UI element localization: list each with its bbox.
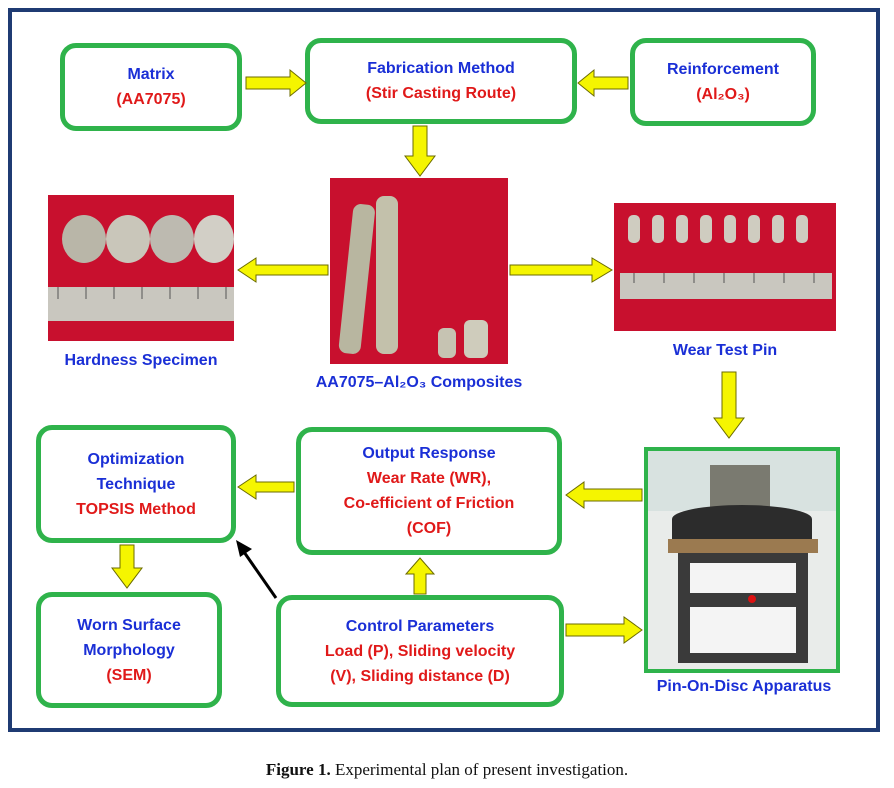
arrow-reinforcement-to-fabrication: [577, 68, 629, 98]
wear-pin-photo: [614, 203, 836, 331]
optimization-title-1: Optimization: [87, 450, 185, 468]
figure-number: Figure 1.: [265, 760, 331, 779]
output-line-2: Co-efficient of Friction: [343, 495, 515, 512]
wear-pin-image: [620, 215, 832, 299]
optimization-title-2: Technique: [96, 475, 176, 493]
hardness-label: Hardness Specimen: [64, 352, 218, 369]
worn-surface-box: Worn Surface Morphology (SEM): [36, 592, 222, 708]
reinforcement-title: Reinforcement: [666, 61, 780, 78]
control-line-2: (V), Sliding distance (D): [330, 667, 510, 685]
arrow-control-to-apparatus: [565, 616, 643, 644]
arrow-control-to-optimization-head: [236, 540, 252, 557]
control-line-1: Load (P), Sliding velocity: [324, 642, 516, 660]
fabrication-box: Fabrication Method (Stir Casting Route): [305, 38, 577, 124]
arrow-wearpin-to-apparatus: [713, 371, 745, 439]
arrow-control-to-optimization: [242, 551, 278, 599]
optimization-box: Optimization Technique TOPSIS Method: [36, 425, 236, 543]
control-title: Control Parameters: [345, 617, 495, 635]
reinforcement-value: (Al₂O₃): [696, 86, 750, 103]
composites-label: AA7075–Al₂O₃ Composites: [315, 374, 523, 391]
arrow-output-to-optimization: [237, 474, 295, 500]
matrix-title: Matrix: [127, 66, 175, 83]
wear-pin-label: Wear Test Pin: [672, 342, 778, 359]
apparatus-label: Pin-On-Disc Apparatus: [656, 678, 832, 695]
figure-caption: Figure 1. Experimental plan of present i…: [0, 760, 894, 780]
matrix-box: Matrix (AA7075): [60, 43, 242, 131]
arrow-control-to-output: [404, 557, 436, 595]
arrow-apparatus-to-output: [565, 481, 643, 509]
worn-title-1: Worn Surface: [77, 616, 181, 634]
matrix-value: (AA7075): [116, 91, 186, 108]
hardness-specimen-image: [48, 215, 234, 321]
control-parameters-box: Control Parameters Load (P), Sliding vel…: [276, 595, 564, 707]
fabrication-value: (Stir Casting Route): [365, 85, 517, 102]
output-line-1: Wear Rate (WR),: [366, 470, 492, 487]
arrow-fabrication-to-composites: [404, 125, 436, 177]
worn-title-2: Morphology: [83, 641, 175, 659]
output-response-box: Output Response Wear Rate (WR), Co-effic…: [296, 427, 562, 555]
arrow-composites-to-hardness: [237, 257, 329, 283]
output-line-3: (COF): [406, 520, 452, 537]
arrow-optimization-to-worn: [111, 544, 143, 589]
fabrication-title: Fabrication Method: [367, 60, 515, 77]
arrow-matrix-to-fabrication: [245, 68, 307, 98]
hardness-specimen-photo: [48, 195, 234, 341]
worn-value: (SEM): [106, 666, 152, 684]
reinforcement-box: Reinforcement (Al₂O₃): [630, 38, 816, 126]
arrow-composites-to-wearpin: [509, 257, 613, 283]
apparatus-photo: [644, 447, 840, 673]
apparatus-image: [648, 451, 836, 663]
output-title: Output Response: [362, 445, 496, 462]
optimization-value: TOPSIS Method: [76, 500, 196, 518]
figure-caption-text: Experimental plan of present investigati…: [330, 760, 629, 779]
composites-image: [338, 196, 488, 358]
composites-photo: [330, 178, 508, 364]
